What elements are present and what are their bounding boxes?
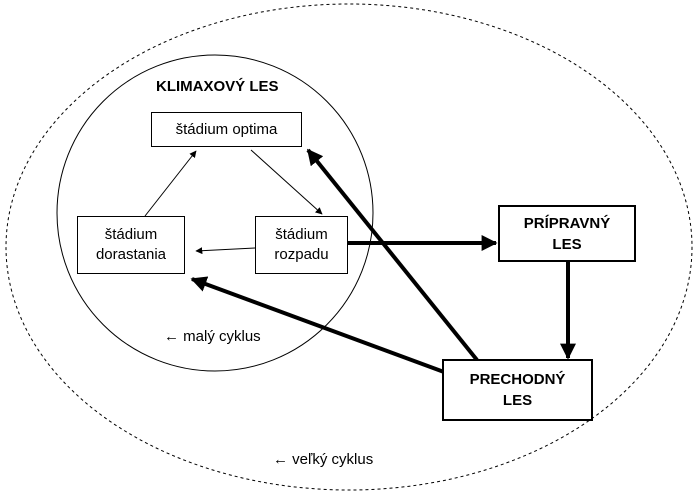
optimum-stage-box: štádium optima [151, 112, 302, 147]
preparatory-forest-box: PRÍPRAVNÝ LES [498, 205, 636, 262]
arrow-decay-to-growth [195, 247, 256, 255]
growth-stage-label-line2: dorastania [95, 246, 167, 263]
decay-stage-label-line2: rozpadu [274, 246, 329, 263]
preparatory-forest-label-line2: LES [552, 235, 582, 253]
preparatory-forest-label-line1: PRÍPRAVNÝ [523, 214, 611, 232]
large-cycle-ellipse [5, 3, 693, 491]
small-cycle-label: ← malý cyklus [164, 328, 261, 345]
transitional-forest-label-line1: PRECHODNÝ [469, 371, 566, 388]
arrow-transitional-to-growth [190, 276, 445, 374]
arrow-optimum-to-decay [250, 149, 323, 215]
decay-stage-label-line1: štádium [275, 226, 328, 243]
growth-stage-label-line1: štádium [104, 226, 158, 243]
small-cycle-circle [56, 54, 374, 372]
decay-stage-box: štádium rozpadu [255, 216, 348, 274]
transitional-forest-label-line2: LES [502, 392, 533, 409]
growth-stage-box: štádium dorastania [77, 216, 185, 274]
arrow-transitional-to-optimum [306, 148, 479, 362]
arrow-growth-to-optimum [144, 150, 197, 217]
optimum-stage-label: štádium optima [175, 120, 278, 138]
climax-forest-title: KLIMAXOVÝ LES [156, 78, 279, 95]
transitional-forest-box: PRECHODNÝ LES [442, 359, 593, 421]
large-cycle-label: ← veľký cyklus [273, 451, 374, 468]
